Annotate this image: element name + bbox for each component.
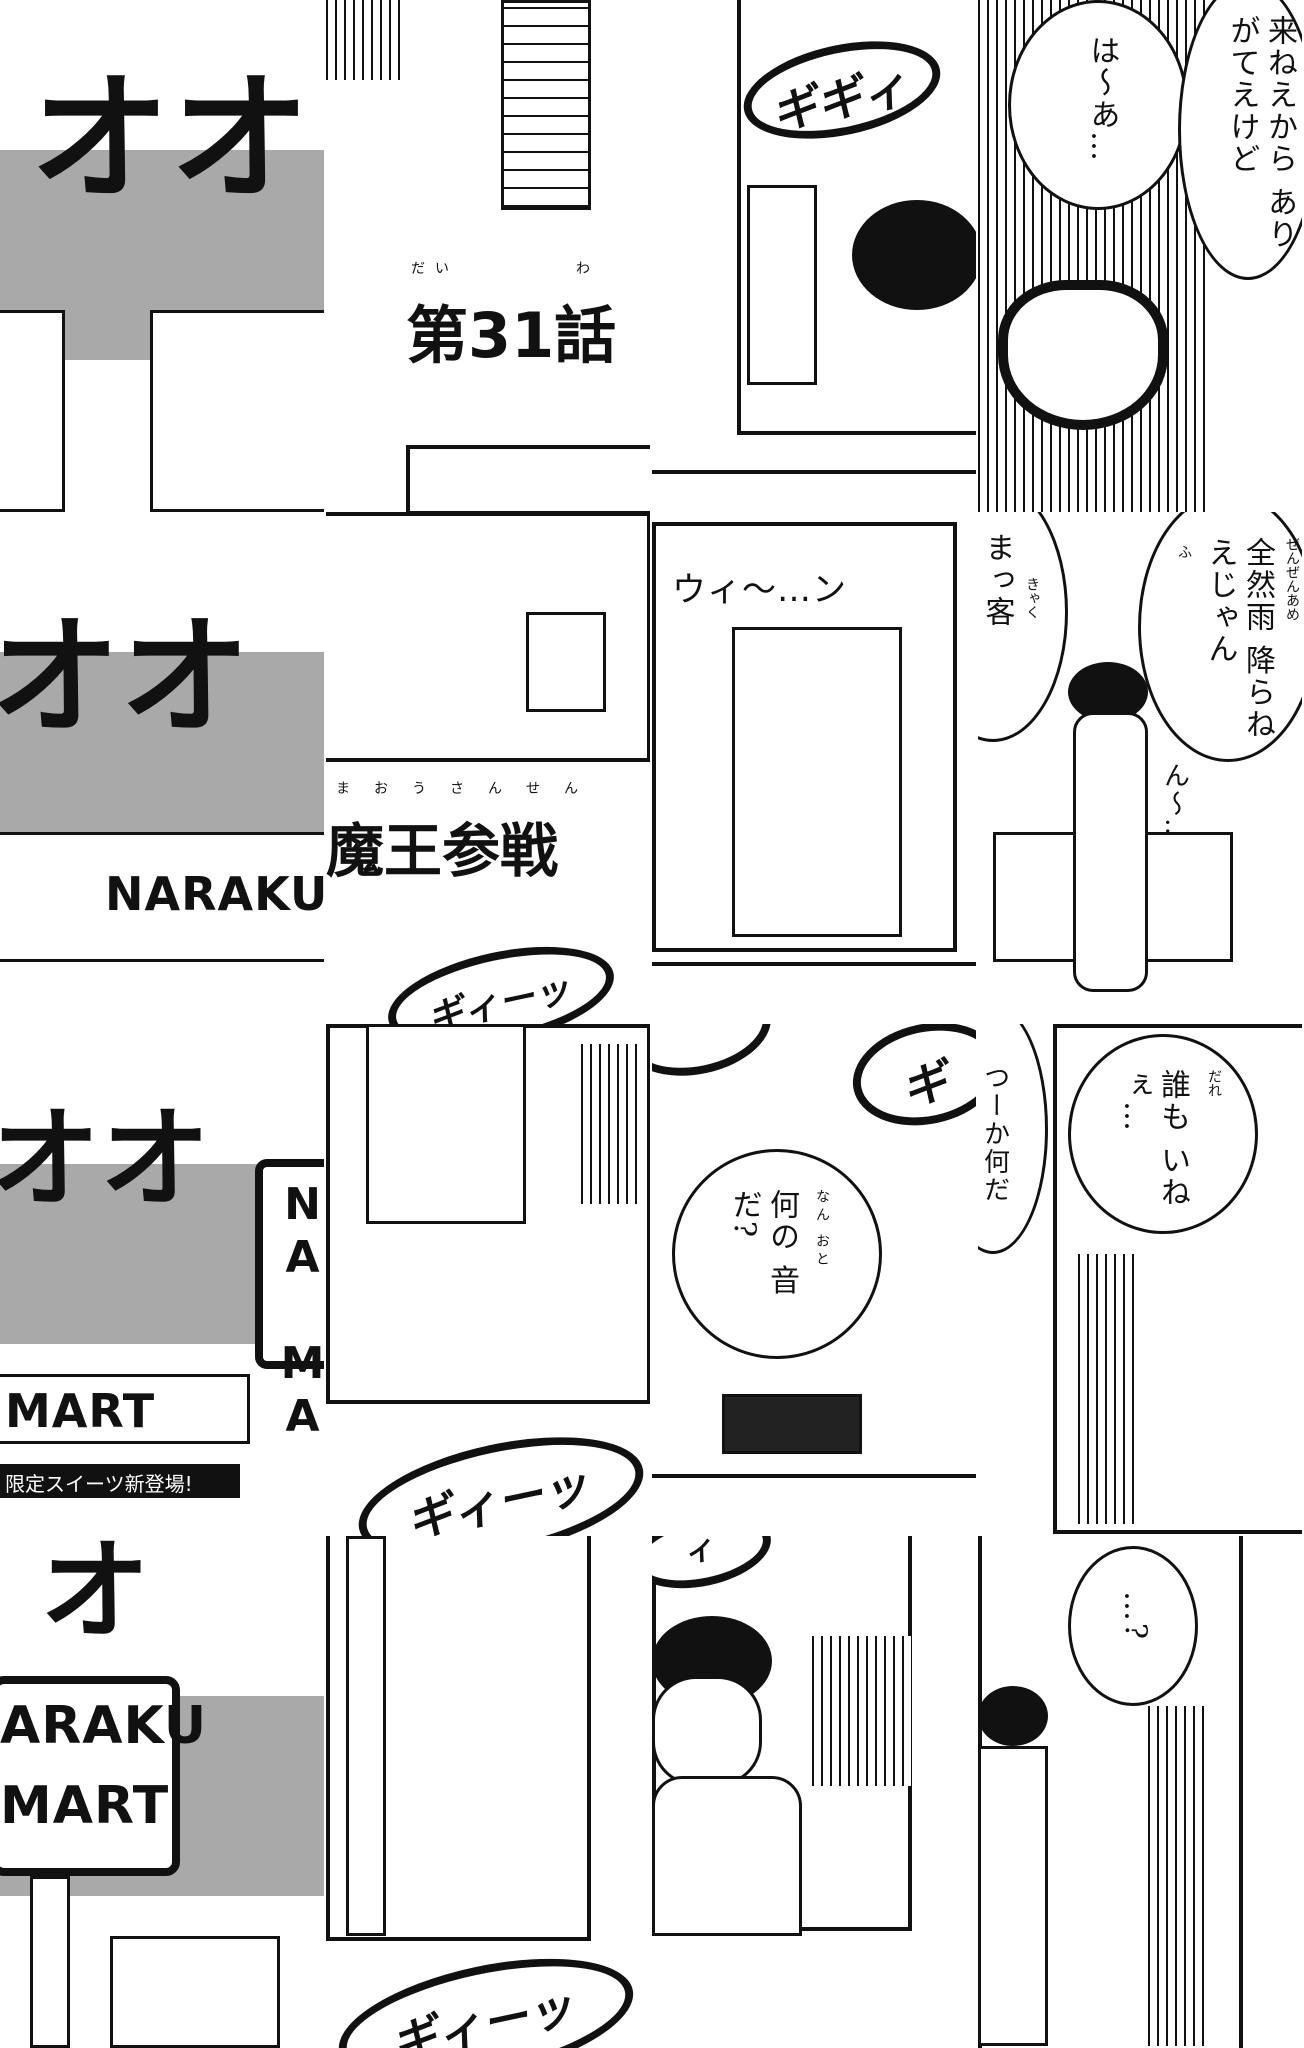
building (150, 310, 324, 512)
speech-text: 何の 音だ? (726, 1189, 800, 1297)
speech-bubble (978, 1024, 1048, 1254)
door-frame (1148, 1706, 1208, 2046)
building (110, 1936, 280, 2048)
panel-r3c0: オ ARAKU MART (0, 1536, 326, 2048)
store-sign-board (0, 1676, 180, 1876)
panel-frame (652, 1474, 976, 1536)
story-title: 魔王参戦 (326, 817, 559, 885)
sfx-text: オオ (0, 601, 251, 753)
sfx-text: ギィーッ (430, 967, 573, 1024)
promo-banner: 限定スイーツ新登場! (0, 1464, 240, 1498)
panel-frame (326, 512, 650, 762)
panel-r0c2: ギギィ (652, 0, 978, 512)
panel-r0c0: オオ (0, 0, 326, 512)
speech-bubble (1178, 0, 1302, 280)
panel-r2c3: つーか何だ 誰も いねぇ… だれ (978, 1024, 1304, 1536)
character-hair (852, 200, 976, 310)
speech-text: は〜あ… (1084, 35, 1120, 163)
panel-r1c3: まっ客 きゃく 全然雨 降らねえじゃん ぜんぜんあめ ふ ん〜… (978, 512, 1304, 1024)
panel-r1c1: まおうさんせん 魔王参戦 ギィーッ (326, 512, 652, 1024)
panel-r3c2: ィ (652, 1536, 978, 2048)
panel-r3c3: …? (978, 1536, 1304, 2048)
chapter-title: 第31話 (406, 299, 617, 372)
sfx-text: ギィーッ (395, 1977, 578, 2048)
pillar (501, 0, 591, 210)
window (326, 0, 406, 80)
speech-bubble (1068, 1546, 1198, 1706)
panel-r0c1: だい わ 第31話 (326, 0, 652, 512)
panel-r2c1: ギィーッ (326, 1024, 652, 1536)
ruby-kyaku: きゃく (1024, 577, 1040, 619)
sfx-text: オオ (30, 58, 311, 221)
panel-r2c2: ギ 何の 音だ? なん おと (652, 1024, 978, 1536)
doorway (366, 1024, 526, 1224)
speech-text: 来ねえから ありがてえけど (1224, 15, 1298, 251)
character-body (1073, 712, 1148, 992)
speech-text: 誰も いねぇ… (1117, 1069, 1191, 1209)
store-sign-vertical: NA MA (277, 1179, 326, 1444)
store-sign: NARAKU (105, 867, 326, 921)
sfx-bubble: ギ (843, 1024, 976, 1139)
panel-frame (406, 445, 650, 512)
speech-text: 全然雨 降らねえじゃん (1202, 537, 1276, 741)
door-frame (1078, 1254, 1138, 1524)
store-sign-board (255, 1159, 324, 1369)
panel-frame (1053, 1024, 1302, 1534)
store-sign: MART (5, 1384, 156, 1438)
trash-bins (526, 612, 606, 712)
sfx-bubble: ギィーッ (347, 1415, 650, 1536)
sfx-bubble (652, 1024, 780, 1089)
title-ruby: まおうさんせん (336, 781, 602, 797)
panel-frame (326, 1536, 591, 1941)
panel-r0c3: は〜あ… 来ねえから ありがてえけど (978, 0, 1304, 512)
sign-pole (30, 1876, 70, 2048)
grin-teeth (998, 280, 1168, 430)
speech-text: …? (1117, 1591, 1153, 1642)
panel-r3c1: ギィーッ (326, 1536, 652, 2048)
shelf (812, 1636, 912, 1786)
ruby: なん おと (814, 1189, 830, 1270)
speech-text: まっ客 (979, 532, 1015, 628)
building (0, 310, 65, 512)
panel-frame (737, 0, 976, 435)
shelf (581, 1044, 641, 1204)
character-face (652, 1676, 762, 1786)
ruby-zenzen: ぜんぜんあめ (1284, 537, 1300, 621)
panel-frame (652, 470, 976, 512)
sky (0, 652, 324, 842)
character-hair (978, 1686, 1048, 1746)
ruby: だれ (1206, 1069, 1222, 1097)
ruby-wa: わ (576, 261, 600, 277)
counter (722, 1394, 862, 1454)
panel-r1c0: オオ NARAKU (0, 512, 326, 1024)
store-sign-line2: MART (0, 1776, 170, 1836)
speech-bubble (672, 1149, 882, 1359)
panel-r2c0: オオ NA MA MART 限定スイーツ新登場! (0, 1024, 326, 1536)
store-front (0, 832, 324, 962)
sfx-bubble: ギィーッ (379, 929, 623, 1024)
speech-text: つーか何だ (979, 1064, 1010, 1204)
character-body (652, 1776, 802, 1936)
speech-bubble (1138, 512, 1302, 762)
atm-machine (747, 185, 817, 385)
automatic-door (732, 627, 902, 937)
ruby-fu: ふ (1178, 545, 1202, 561)
panel-r1c2: ウィ〜…ン (652, 512, 978, 1024)
panel-frame (652, 522, 957, 952)
sfx-text: オオ (0, 1095, 210, 1223)
sfx-bubble: ギィーッ (327, 1936, 645, 2048)
ruby-dai: だい (411, 261, 459, 277)
store-sign-line1: ARAKU (0, 1696, 208, 1756)
store-front (0, 1374, 250, 1444)
character-body (978, 1746, 1048, 2046)
sfx-text: ギ (905, 1051, 953, 1117)
speech-bubble (1068, 1034, 1258, 1234)
pillar (346, 1536, 386, 1936)
sfx-text: ウィ〜…ン (672, 570, 847, 610)
sfx-text: オ (40, 1536, 150, 1655)
sfx-text: ギィーッ (410, 1455, 593, 1536)
panel-frame (652, 962, 976, 1024)
